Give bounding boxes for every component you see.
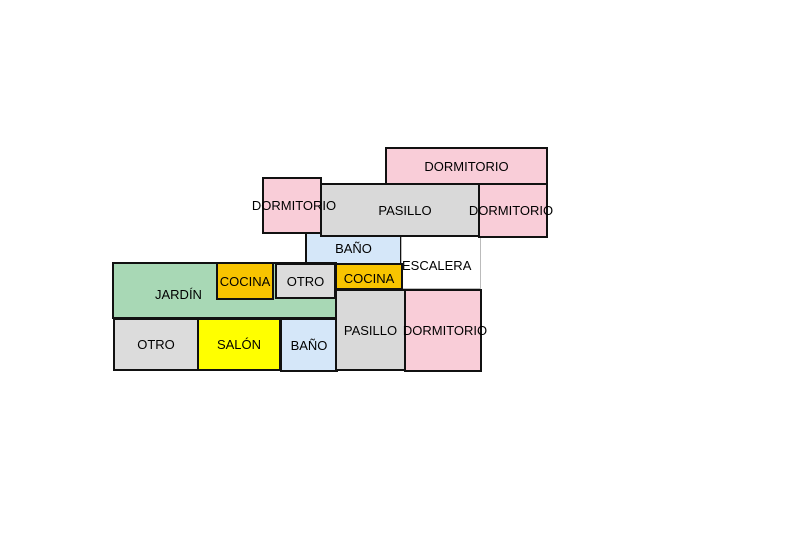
room-otro-bottom: OTRO [113,318,199,371]
room-bano-bottom: BAÑO [280,318,338,372]
room-label: DORMITORIO [251,198,337,213]
room-dormitorio-right: DORMITORIO [469,183,553,238]
room-label: BAÑO [335,241,372,256]
room-label: DORMITORIO [402,323,488,338]
room-otro-middle: OTRO [275,263,336,299]
room-salon: SALÓN [197,318,281,371]
room-cocina-left: COCINA [216,262,274,300]
room-label: COCINA [219,273,271,289]
room-dormitorio-bottom: DORMITORIO [403,289,487,372]
room-dormitorio-left: DORMITORIO [252,177,336,234]
room-label: DORMITORIO [424,158,509,174]
room-escalera: ESCALERA [401,236,481,289]
room-label: OTRO [286,273,325,289]
room-label: DORMITORIO [468,203,554,218]
room-label: ESCALERA [402,258,472,273]
room-label: PASILLO [343,322,398,338]
room-label: OTRO [137,337,175,352]
room-pasillo-top: PASILLO [320,183,480,237]
room-label: SALÓN [216,337,262,352]
room-label: BAÑO [290,337,328,353]
room-label: PASILLO [378,202,432,218]
room-pasillo-bottom: PASILLO [335,289,406,371]
room-cocina-right: COCINA [335,263,403,290]
room-label: COCINA [343,271,395,286]
room-dormitorio-top: DORMITORIO [385,147,548,185]
room-label: JARDÍN [155,287,202,302]
